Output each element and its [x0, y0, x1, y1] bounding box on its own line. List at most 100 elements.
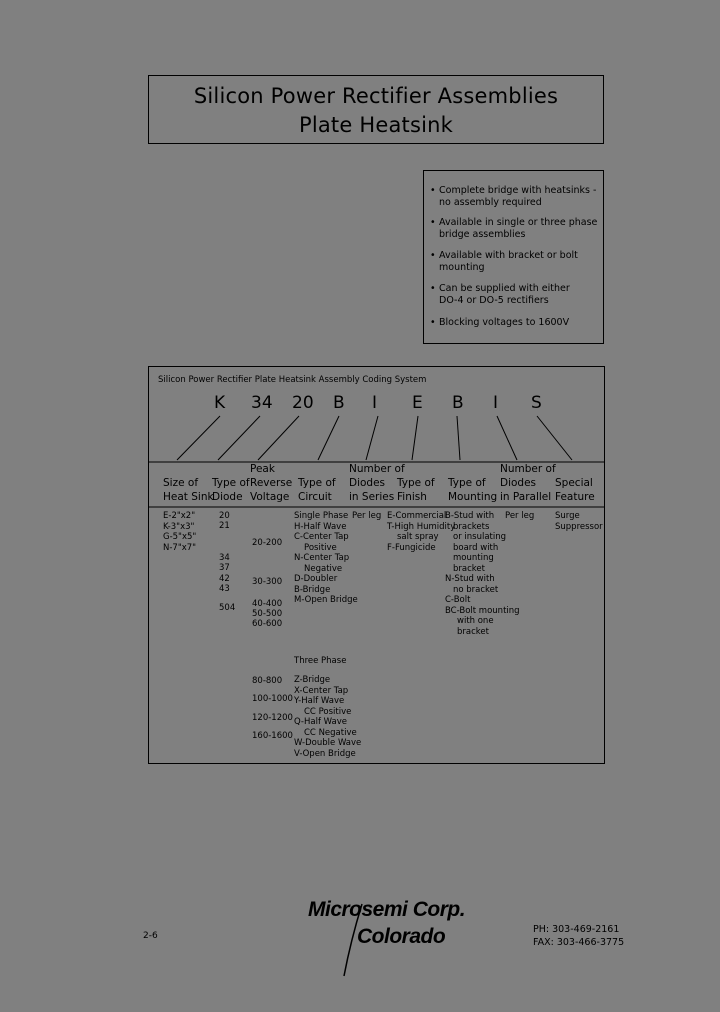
- feature-line: Available with bracket or bolt: [439, 250, 578, 261]
- size-value: G-5"x5": [163, 532, 197, 542]
- code-parallel: I: [493, 393, 499, 413]
- circuit-value: V-Open Bridge: [294, 748, 356, 759]
- header-circuit: Type of Circuit: [298, 476, 336, 504]
- circuit-value: Q-Half Wave: [294, 717, 347, 727]
- header-line: Heat Sink: [163, 491, 214, 503]
- voltage-value: 120-1200: [252, 713, 293, 723]
- bullet: •: [430, 185, 436, 196]
- circuit-value: Y-Half Wave: [294, 696, 345, 706]
- size-value: E-2"x2": [163, 511, 196, 521]
- finish-value: salt spray: [397, 532, 439, 542]
- header-line: Circuit: [298, 491, 332, 503]
- voltage-value: 60-600: [252, 619, 283, 629]
- mounting-value: C-Bolt: [445, 595, 471, 605]
- diode-value: 504: [219, 603, 236, 613]
- header-line: Number of: [500, 463, 556, 475]
- feature-line: mounting: [439, 262, 485, 273]
- circuit-value: M-Open Bridge: [294, 595, 358, 605]
- circuit-value: Z-Bridge: [294, 675, 331, 685]
- features-box: • Complete bridge with heatsinks - no as…: [423, 170, 604, 344]
- code-size: K: [214, 393, 226, 413]
- mounting-value: mounting: [453, 553, 494, 563]
- header-special: Special Feature: [555, 476, 595, 504]
- diode-value: 34: [219, 553, 230, 563]
- title-line-2: Plate Heatsink: [298, 113, 454, 137]
- mounting-value: bracket: [457, 626, 489, 637]
- header-series: Number of Diodes in Series: [349, 462, 405, 504]
- finish-value: T-High Humidity: [387, 521, 456, 532]
- header-line: Finish: [397, 491, 427, 503]
- page-number: 2-6: [143, 931, 158, 941]
- mounting-value: brackets: [453, 521, 490, 532]
- feature-item: • Available in single or three phase bri…: [430, 217, 600, 241]
- feature-line: Can be supplied with either: [439, 283, 570, 294]
- circuit-value: C-Center Tap: [294, 532, 349, 542]
- circuit-three-phase: Z-Bridge X-Center Tap Y-Half Wave CC Pos…: [294, 675, 361, 759]
- title-line-1: Silicon Power Rectifier Assemblies: [193, 84, 559, 108]
- code-diode: 34: [251, 393, 273, 413]
- voltage-value: 40-400: [252, 599, 283, 609]
- feature-item: • Available with bracket or bolt mountin…: [430, 250, 600, 274]
- header-voltage: Peak Reverse Voltage: [250, 462, 292, 504]
- header-line: in Series: [349, 491, 395, 503]
- header-diode: Type of Diode: [212, 476, 250, 504]
- series-value: Per leg: [352, 511, 382, 521]
- header-line: Type of: [298, 477, 336, 489]
- special-values: Surge Suppressor: [555, 511, 603, 532]
- code-special: S: [531, 393, 542, 413]
- special-value: Suppressor: [555, 521, 603, 532]
- circuit-value: B-Bridge: [294, 584, 331, 595]
- header-line: Special: [555, 477, 593, 489]
- feature-line: Blocking voltages to 1600V: [439, 317, 570, 328]
- code-series: I: [372, 393, 378, 413]
- code-circuit: B: [333, 393, 345, 413]
- bullet: •: [430, 283, 436, 294]
- voltage-value: 80-800: [252, 676, 283, 686]
- circuit-value: CC Positive: [304, 706, 352, 717]
- feature-line: bridge assemblies: [439, 229, 526, 240]
- diode-value: 37: [219, 563, 230, 573]
- mounting-value: no bracket: [453, 584, 499, 595]
- mounting-value: bracket: [453, 563, 485, 574]
- feature-line: DO-4 or DO-5 rectifiers: [439, 295, 549, 306]
- circuit-value: D-Doubler: [294, 574, 338, 584]
- diode-value: 20: [219, 511, 230, 521]
- finish-value: F-Fungicide: [387, 542, 436, 553]
- company-logo-line-2: Colorado: [357, 925, 446, 948]
- mounting-value: B-Stud with: [445, 511, 495, 521]
- voltage-value: 100-1000: [252, 694, 293, 704]
- logo-swoosh-icon: [343, 903, 363, 977]
- phone-number: PH: 303-469-2161: [533, 924, 620, 935]
- feature-line: Complete bridge with heatsinks -: [439, 185, 597, 196]
- circuit-value: X-Center Tap: [294, 685, 349, 696]
- mounting-value: N-Stud with: [445, 574, 495, 584]
- voltage-value: 20-200: [252, 538, 283, 548]
- code-voltage: 20: [292, 393, 314, 413]
- feature-item: • Complete bridge with heatsinks - no as…: [430, 185, 600, 209]
- size-values: E-2"x2" K-3"x3" G-5"x5" N-7"x7": [163, 511, 196, 553]
- circuit-value: W-Double Wave: [294, 738, 362, 748]
- mounting-values: B-Stud with brackets or insulating board…: [445, 511, 520, 637]
- parallel-value: Per leg: [505, 511, 535, 521]
- circuit-value: CC Negative: [304, 727, 357, 738]
- header-line: Mounting: [448, 491, 498, 503]
- diode-value: 42: [219, 574, 230, 584]
- circuit-value: N-Center Tap: [294, 553, 350, 563]
- diode-value: 43: [219, 584, 230, 594]
- header-line: Diodes: [349, 477, 386, 489]
- header-parallel: Number of Diodes in Parallel: [500, 462, 556, 504]
- header-line: in Parallel: [500, 491, 552, 503]
- code-mounting: B: [452, 393, 464, 413]
- coding-heading: Silicon Power Rectifier Plate Heatsink A…: [158, 375, 427, 385]
- feature-line: Available in single or three phase: [439, 217, 598, 228]
- voltage-value: 30-300: [252, 577, 283, 587]
- mounting-value: board with: [453, 542, 499, 553]
- header-line: Type of: [397, 477, 435, 489]
- size-value: K-3"x3": [163, 521, 195, 532]
- bullet: •: [430, 317, 436, 328]
- header-size: Size of Heat Sink: [163, 476, 214, 504]
- bullet: •: [430, 217, 436, 228]
- header-finish: Type of Finish: [397, 476, 435, 504]
- voltage-value: 50-500: [252, 609, 283, 619]
